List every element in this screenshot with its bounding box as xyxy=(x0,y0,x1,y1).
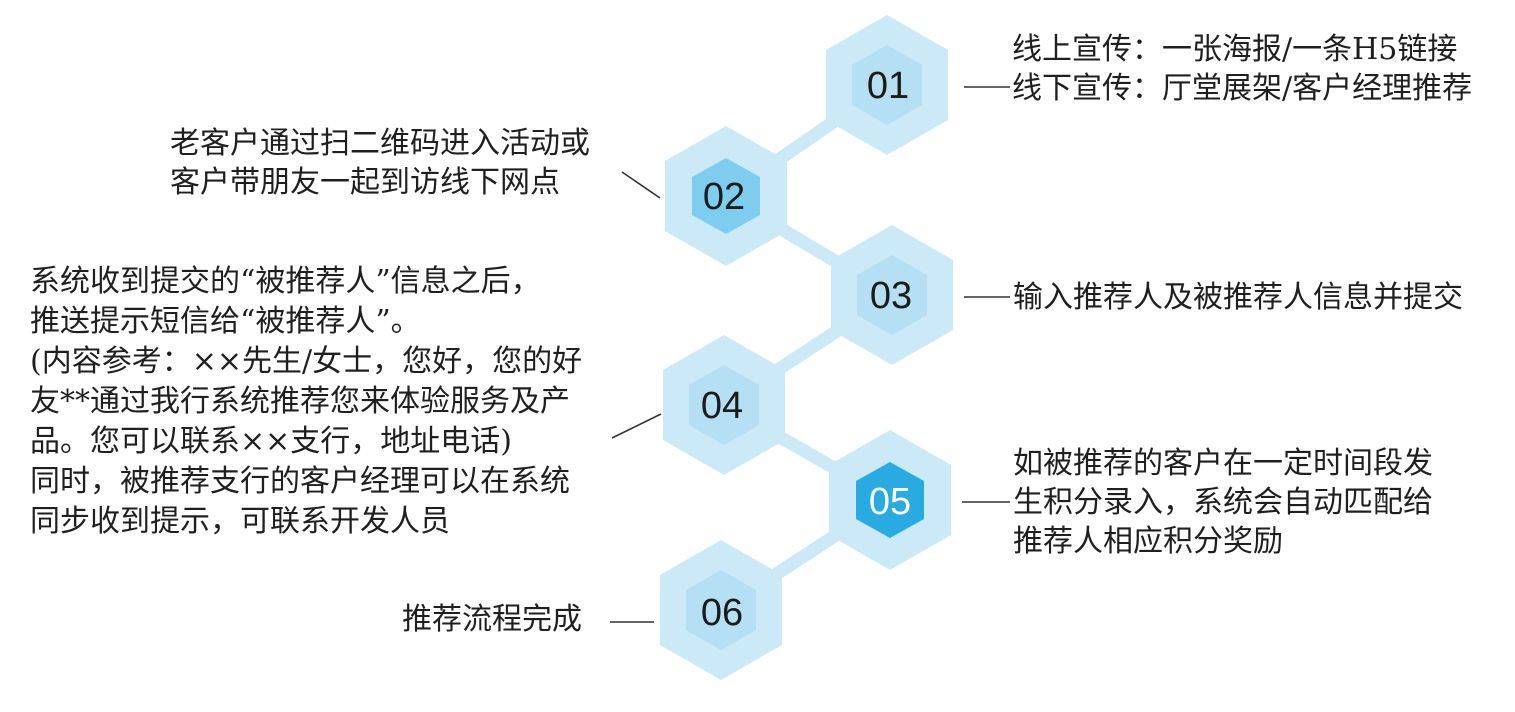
step-05-number: 05 xyxy=(869,481,911,523)
step-01-line-1: 线上宣传：一张海报/一条H5链接 xyxy=(1012,32,1458,67)
step-06-hexagon: 06 xyxy=(660,540,782,680)
leader-lines xyxy=(610,86,1010,623)
step-05-description: 如被推荐的客户在一定时间段发 生积分录入，系统会自动匹配给 推荐人相应积分奖励 xyxy=(1013,444,1433,561)
step-06-description: 推荐流程完成 xyxy=(402,600,582,639)
step-04-line-3: (内容参考：××先生/女士，您好，您的好 xyxy=(30,344,583,379)
step-03-description: 输入推荐人及被推荐人信息并提交 xyxy=(1013,278,1463,317)
step-05-line-2: 生积分录入，系统会自动匹配给 xyxy=(1013,485,1433,520)
step-04-line-4: 友**通过我行系统推荐您来体验服务及产 xyxy=(30,384,570,419)
step-04-line-6: 同时，被推荐支行的客户经理可以在系统 xyxy=(30,464,570,499)
step-01-number: 01 xyxy=(867,65,909,107)
step-06-hex-inner xyxy=(686,570,756,650)
step-04-line-7: 同步收到提示，可联系开发人员 xyxy=(30,504,450,539)
step-02-number: 02 xyxy=(703,176,745,218)
step-06-number: 06 xyxy=(701,592,743,634)
step-02-line-2: 客户带朋友一起到访线下网点 xyxy=(170,165,560,200)
step-01-hexagon: 01 xyxy=(826,15,948,155)
step-03-line-1: 输入推荐人及被推荐人信息并提交 xyxy=(1013,280,1463,315)
step-04-line-2: 推送提示短信给“被推荐人”。 xyxy=(30,304,421,339)
step-01-line-2: 线下宣传：厅堂展架/客户经理推荐 xyxy=(1012,71,1473,106)
step-03-hex-inner xyxy=(857,255,927,335)
step-04-number: 04 xyxy=(701,385,743,427)
step-05-line-3: 推荐人相应积分奖励 xyxy=(1013,524,1283,559)
leader-line-02 xyxy=(621,171,661,199)
step-04-line-5: 品。您可以联系××支行，地址电话) xyxy=(30,424,512,459)
step-05-line-1: 如被推荐的客户在一定时间段发 xyxy=(1013,446,1433,481)
step-04-hexagon: 04 xyxy=(663,335,785,475)
step-05-hex-inner xyxy=(856,462,924,538)
step-02-description: 老客户通过扫二维码进入活动或 客户带朋友一起到访线下网点 xyxy=(170,124,590,202)
leader-line-04 xyxy=(611,413,662,439)
step-02-hexagon: 02 xyxy=(665,126,787,266)
step-04-hex-inner xyxy=(689,365,759,445)
step-03-hexagon: 03 xyxy=(831,225,953,365)
step-02-line-1: 老客户通过扫二维码进入活动或 xyxy=(170,126,590,161)
step-06-line-1: 推荐流程完成 xyxy=(402,602,582,637)
step-02-hex-inner xyxy=(692,158,760,234)
step-05-hexagon: 05 xyxy=(829,430,951,570)
step-03-number: 03 xyxy=(870,275,912,317)
step-01-hex-inner xyxy=(852,45,922,125)
step-01-description: 线上宣传：一张海报/一条H5链接 线下宣传：厅堂展架/客户经理推荐 xyxy=(1012,30,1472,108)
step-04-description: 系统收到提交的“被推荐人”信息之后， 推送提示短信给“被推荐人”。 (内容参考：… xyxy=(30,262,582,542)
step-04-line-1: 系统收到提交的“被推荐人”信息之后， xyxy=(30,264,541,299)
